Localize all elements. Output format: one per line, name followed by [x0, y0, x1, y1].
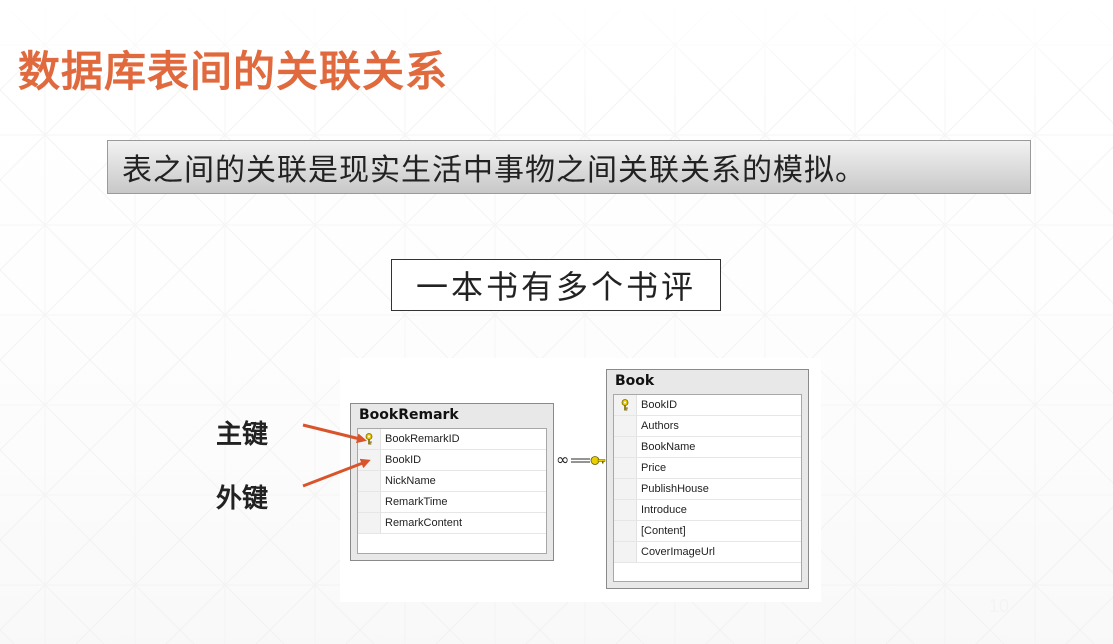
- column-row[interactable]: PublishHouse: [614, 479, 801, 500]
- page-number: 10: [989, 596, 1010, 616]
- column-name: BookName: [641, 441, 696, 453]
- column-name: PublishHouse: [641, 483, 709, 495]
- foreign-key-label: 外键: [216, 484, 269, 514]
- column-gutter: [614, 395, 637, 415]
- key-icon: [365, 433, 373, 445]
- column-row[interactable]: Authors: [614, 416, 801, 437]
- column-gutter: [358, 450, 381, 470]
- column-row[interactable]: BookID: [358, 450, 546, 471]
- column-row[interactable]: BookRemarkID: [358, 429, 546, 450]
- table-bookremark[interactable]: BookRemark BookRemarkID BookID NickName: [350, 403, 554, 561]
- column-name: BookID: [641, 399, 678, 411]
- table-bookremark-columns: BookRemarkID BookID NickName RemarkTime …: [357, 428, 547, 554]
- column-name: RemarkTime: [385, 496, 448, 508]
- primary-key-label: 主键: [216, 420, 269, 450]
- column-gutter: [358, 429, 381, 449]
- column-name: CoverImageUrl: [641, 546, 715, 558]
- table-bookremark-title: BookRemark: [359, 407, 459, 423]
- column-name: RemarkContent: [385, 517, 463, 529]
- column-row[interactable]: CoverImageUrl: [614, 542, 801, 563]
- column-name: [Content]: [641, 525, 686, 537]
- column-gutter: [358, 492, 381, 512]
- column-name: BookID: [385, 454, 422, 466]
- key-icon: [621, 399, 629, 411]
- column-name: Introduce: [641, 504, 687, 516]
- column-gutter: [614, 479, 637, 499]
- column-row[interactable]: NickName: [358, 471, 546, 492]
- column-row[interactable]: [Content]: [614, 521, 801, 542]
- column-name: Authors: [641, 420, 679, 432]
- column-gutter: [614, 521, 637, 541]
- column-name: BookRemarkID: [385, 433, 460, 445]
- caption-text: 一本书有多个书评: [415, 268, 696, 306]
- column-gutter: [358, 471, 381, 491]
- table-book-columns: BookID Authors BookName Price PublishHou…: [613, 394, 802, 582]
- column-gutter: [614, 416, 637, 436]
- column-name: Price: [641, 462, 667, 474]
- column-row[interactable]: Price: [614, 458, 801, 479]
- column-row[interactable]: Introduce: [614, 500, 801, 521]
- column-gutter: [614, 500, 637, 520]
- column-gutter: [358, 513, 381, 533]
- table-book-title: Book: [615, 373, 655, 389]
- column-name: NickName: [385, 475, 436, 487]
- column-row[interactable]: BookName: [614, 437, 801, 458]
- column-row[interactable]: RemarkContent: [358, 513, 546, 534]
- column-gutter: [614, 437, 637, 457]
- subtitle-banner: 表之间的关联是现实生活中事物之间关联关系的模拟。: [107, 140, 1031, 194]
- slide-title: 数据库表间的关联关系: [18, 47, 449, 96]
- caption-box: 一本书有多个书评: [391, 259, 721, 311]
- column-gutter: [614, 458, 637, 478]
- column-gutter: [614, 542, 637, 562]
- column-row[interactable]: BookID: [614, 395, 801, 416]
- column-row[interactable]: RemarkTime: [358, 492, 546, 513]
- subtitle-text: 表之间的关联是现实生活中事物之间关联关系的模拟。: [122, 153, 866, 188]
- table-book[interactable]: Book BookID Authors BookName P: [606, 369, 809, 589]
